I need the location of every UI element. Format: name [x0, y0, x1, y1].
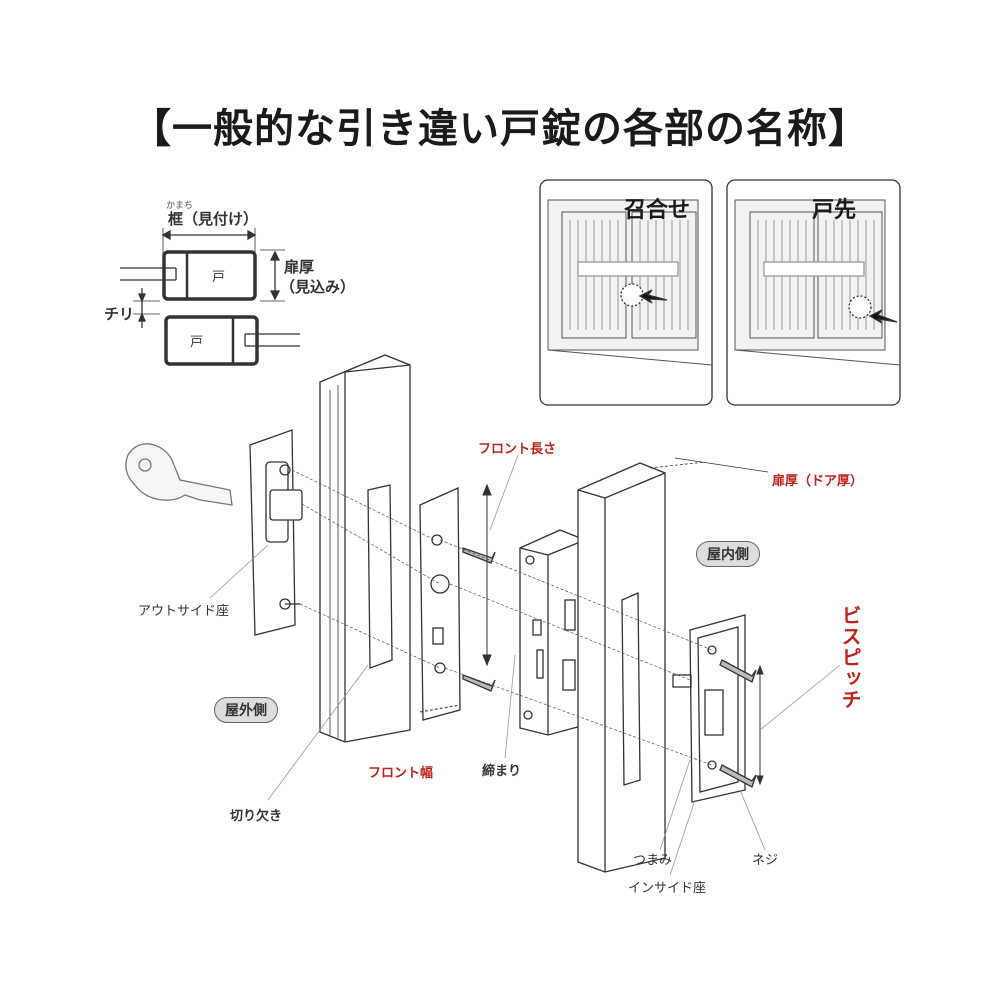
lock-body-label: 締まり: [482, 764, 522, 779]
indoor-side-badge: 屋内側: [696, 541, 760, 567]
inside-plate-drawing: [672, 614, 746, 803]
leader-lines: [209, 454, 841, 876]
door-label-top: 戸: [212, 270, 226, 285]
panel-title-door-edge: 戸先: [812, 198, 857, 223]
guide-lines: [291, 469, 713, 766]
ruby-label: かまち: [166, 201, 194, 211]
key-drawing: [125, 443, 233, 506]
gap-label: チリ: [104, 305, 135, 323]
screw-pitch-label: ビスピッチ: [838, 605, 862, 710]
page-title: 【一般的な引き違い戸錠の各部の名称】: [131, 106, 869, 152]
outside-plate-label: アウトサイド座: [138, 604, 230, 619]
dimension-lines: [419, 483, 764, 786]
outdoor-side-badge: 屋外側: [214, 697, 278, 723]
door-stile-outer: [319, 354, 411, 743]
outside-plate-drawing: [249, 429, 303, 636]
lock-body-drawing: [519, 529, 586, 736]
front-width-label: フロント幅: [368, 766, 434, 781]
thickness-sub-label: （見込み）: [280, 278, 356, 296]
inside-plate-label: インサイド座: [628, 881, 707, 896]
cutout-label: 切り欠き: [230, 809, 283, 824]
screw-label: ネジ: [752, 853, 779, 868]
door-thickness-label: 扉厚（ドア厚）: [772, 474, 864, 489]
thickness-label: 扉厚: [284, 258, 315, 276]
door-stile-inner: [577, 457, 769, 873]
screw-drawings: [462, 547, 757, 788]
door-label-bottom: 戸: [190, 335, 204, 350]
frame-label: 框（見付け）: [168, 210, 259, 228]
panel-drawings: [539, 179, 901, 406]
front-plate-drawing: [419, 487, 461, 721]
knob-label: つまみ: [633, 853, 673, 868]
panel-title-meeting: 召合せ: [624, 198, 691, 223]
front-length-label: フロント長さ: [478, 442, 557, 457]
cross-section: [120, 228, 300, 366]
